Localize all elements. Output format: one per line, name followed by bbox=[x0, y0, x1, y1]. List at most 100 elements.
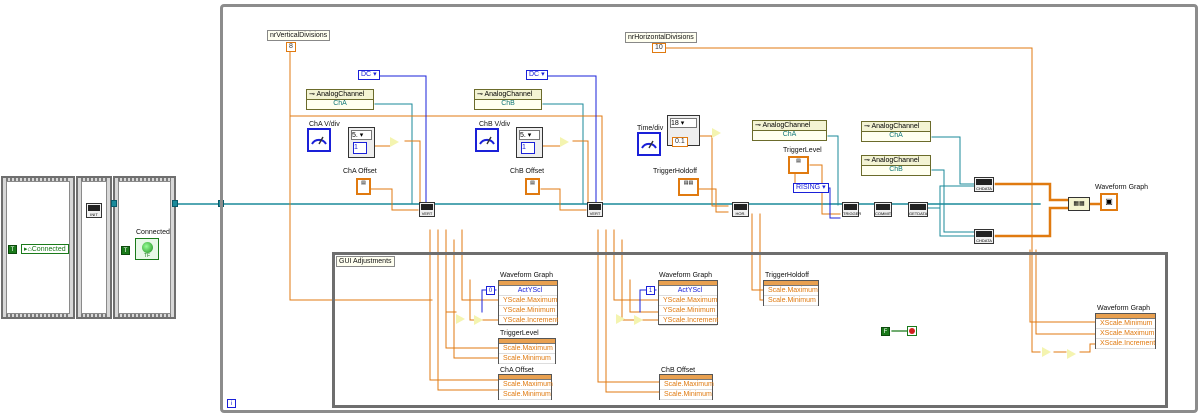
commit-subvi[interactable]: COMMIT bbox=[874, 202, 892, 217]
prop-row-scale-min: Scale.Minimum bbox=[499, 390, 551, 400]
connected-string-constant[interactable]: ▸⌂Connected bbox=[21, 244, 69, 254]
chb-offset-control[interactable]: ▤ bbox=[525, 178, 540, 195]
chb-multiply-node[interactable] bbox=[560, 137, 569, 147]
gui-adjustments-label: GUI Adjustments bbox=[336, 256, 395, 267]
chb-coupling-ring[interactable]: DC ▾ bbox=[526, 70, 548, 80]
stop-terminal[interactable] bbox=[907, 326, 917, 336]
chb-channel-constant[interactable]: ⊸ AnalogChannel ChB bbox=[474, 89, 542, 110]
trigger-subvi[interactable]: TRIGGER bbox=[842, 202, 862, 217]
connected-string-value: Connected bbox=[31, 246, 66, 253]
trigger-channel-value: ChA bbox=[782, 131, 797, 138]
gui-wire-b2 bbox=[605, 229, 661, 393]
cha-gui-divide-node[interactable] bbox=[474, 315, 483, 325]
chb-offset-property-node[interactable]: Scale.Maximum Scale.Minimum bbox=[659, 374, 714, 400]
cha-ring-index: 1 bbox=[353, 142, 367, 154]
chb-vert-subvi[interactable]: VERT bbox=[587, 202, 603, 217]
time-multiply-node[interactable] bbox=[712, 128, 721, 138]
trigger-holdoff-control[interactable]: ▤▤ bbox=[678, 178, 699, 196]
cha-offset-property-node[interactable]: Scale.Maximum Scale.Minimum bbox=[498, 374, 553, 400]
x-divide-node[interactable] bbox=[1067, 349, 1076, 359]
right-channel-b-constant[interactable]: ⊸ AnalogChannel ChB bbox=[861, 155, 931, 176]
prop-row-xmin: XScale.Minimum bbox=[1096, 319, 1155, 329]
hor-subvi[interactable]: HOR. bbox=[732, 202, 749, 217]
led-icon bbox=[141, 242, 153, 253]
cha-vdiv-control[interactable] bbox=[307, 128, 331, 152]
cha-vdiv-ring[interactable]: 5. ▾ 1 bbox=[348, 127, 375, 158]
cha-offset-label: ChA Offset bbox=[343, 168, 377, 175]
cha-offset-control[interactable]: ▤ bbox=[356, 178, 371, 195]
chdata-subvi-a[interactable]: CHDATA bbox=[974, 177, 994, 192]
cha-graph-index[interactable]: 0 bbox=[486, 286, 495, 295]
cha-channel-constant[interactable]: ⊸ AnalogChannel ChA bbox=[306, 89, 374, 110]
commit-node-label: COMMIT bbox=[875, 211, 892, 216]
channel-wire-a bbox=[374, 103, 413, 205]
time-div-control[interactable] bbox=[637, 132, 661, 156]
prop-row-ymin: YScale.Minimum bbox=[659, 306, 717, 316]
chb-offset-label: ChB Offset bbox=[510, 168, 545, 175]
build-array-node[interactable]: ▦▦ bbox=[1068, 197, 1090, 211]
connected-indicator-label: Connected bbox=[136, 229, 170, 236]
channel-icon: ⊸ bbox=[755, 122, 763, 129]
graph-icon: ▣ bbox=[1105, 197, 1113, 206]
chb-vdiv-control[interactable] bbox=[475, 128, 499, 152]
false-constant[interactable]: F bbox=[881, 327, 890, 336]
cha-coupling-ring[interactable]: DC ▾ bbox=[358, 70, 380, 80]
channel-wire-b bbox=[542, 103, 584, 205]
horizontal-divisions-label: nrHorizontalDivisions bbox=[625, 32, 697, 43]
numeric-icon: ▤ bbox=[796, 158, 801, 164]
edge-ring[interactable]: RISING ▾ bbox=[793, 183, 829, 193]
trigger-level-property-node[interactable]: Scale.Maximum Scale.Minimum bbox=[498, 338, 556, 364]
chb-vdiv-ring[interactable]: 5. ▾ 1 bbox=[516, 127, 543, 158]
stop-icon bbox=[909, 328, 915, 334]
waveform-bundle-a bbox=[994, 182, 1070, 202]
right-channel-b-value: ChB bbox=[889, 166, 903, 173]
prop-row-xmax: XScale.Maximum bbox=[1096, 329, 1155, 339]
chb-gui-negate-node[interactable] bbox=[616, 314, 625, 324]
trigger-level-control[interactable]: ▤ bbox=[788, 156, 809, 174]
cha-vert-subvi[interactable]: VERT bbox=[419, 202, 435, 217]
time-div-ring[interactable]: 18 ▾ 0.1 bbox=[667, 115, 700, 147]
trigger-channel-header: AnalogChannel bbox=[762, 122, 811, 129]
chb-graph-property-node[interactable]: ActYScl YScale.Maximum YScale.Minimum YS… bbox=[658, 280, 718, 326]
chdata-subvi-b[interactable]: CHDATA bbox=[974, 229, 994, 244]
prop-row-ymax: YScale.Maximum bbox=[659, 296, 717, 306]
tunnel-1 bbox=[111, 200, 117, 207]
chb-offset-prop-label: ChB Offset bbox=[661, 367, 696, 374]
waveform-graph-terminal[interactable]: ▣ bbox=[1100, 193, 1118, 211]
gui-wire-a2 bbox=[437, 229, 499, 391]
cha-vdiv-label: ChA V/div bbox=[309, 121, 340, 128]
trigger-channel-constant[interactable]: ⊸ AnalogChannel ChA bbox=[752, 120, 827, 141]
cha-offset-prop-label: ChA Offset bbox=[500, 367, 534, 374]
tf-icon: TF bbox=[143, 253, 151, 259]
init-subvi[interactable]: INIT bbox=[86, 203, 102, 218]
connected-led-indicator[interactable]: TF bbox=[135, 238, 159, 260]
true-constant[interactable]: T bbox=[8, 245, 17, 254]
trigger-level-label: TriggerLevel bbox=[783, 147, 822, 154]
indicator-true-constant[interactable]: T bbox=[121, 246, 130, 255]
x-graph-property-node[interactable]: XScale.Minimum XScale.Maximum XScale.Inc… bbox=[1095, 313, 1156, 349]
chb-graph-prop-label: Waveform Graph bbox=[659, 272, 713, 279]
right-channel-a-constant[interactable]: ⊸ AnalogChannel ChA bbox=[861, 121, 931, 142]
right-channel-b-header: AnalogChannel bbox=[871, 157, 920, 164]
prop-row-scale-max: Scale.Maximum bbox=[764, 286, 818, 296]
right-channel-a-value: ChA bbox=[889, 132, 903, 139]
gui-wire-a1 bbox=[429, 229, 499, 381]
chb-graph-index[interactable]: 1 bbox=[646, 286, 655, 295]
gui-adjustments-structure bbox=[332, 252, 1168, 408]
cha-multiply-node[interactable] bbox=[390, 137, 399, 147]
horizontal-divisions-constant[interactable]: 10 bbox=[652, 43, 666, 53]
cha-graph-property-node[interactable]: ActYScl YScale.Maximum YScale.Minimum YS… bbox=[498, 280, 558, 326]
prop-row-yinc: YScale.Increment bbox=[499, 316, 558, 326]
getdata-subvi[interactable]: GETDATA bbox=[908, 202, 928, 217]
chb-gui-divide-node[interactable] bbox=[634, 315, 643, 325]
x-negate-node[interactable] bbox=[1042, 347, 1051, 357]
vertical-divisions-constant[interactable]: 8 bbox=[286, 42, 296, 52]
chdata-a-label: CHDATA bbox=[976, 186, 992, 191]
getdata-node-label: GETDATA bbox=[909, 211, 928, 216]
cha-gui-negate-node[interactable] bbox=[456, 314, 465, 324]
trigger-node-label: TRIGGER bbox=[843, 211, 862, 216]
chb-vdiv-label: ChB V/div bbox=[479, 121, 511, 128]
time-const: 0.1 bbox=[672, 137, 688, 147]
holdoff-property-node[interactable]: Scale.Maximum Scale.Minimum bbox=[763, 280, 819, 306]
time-ring-value: 18 ▾ bbox=[670, 118, 697, 128]
